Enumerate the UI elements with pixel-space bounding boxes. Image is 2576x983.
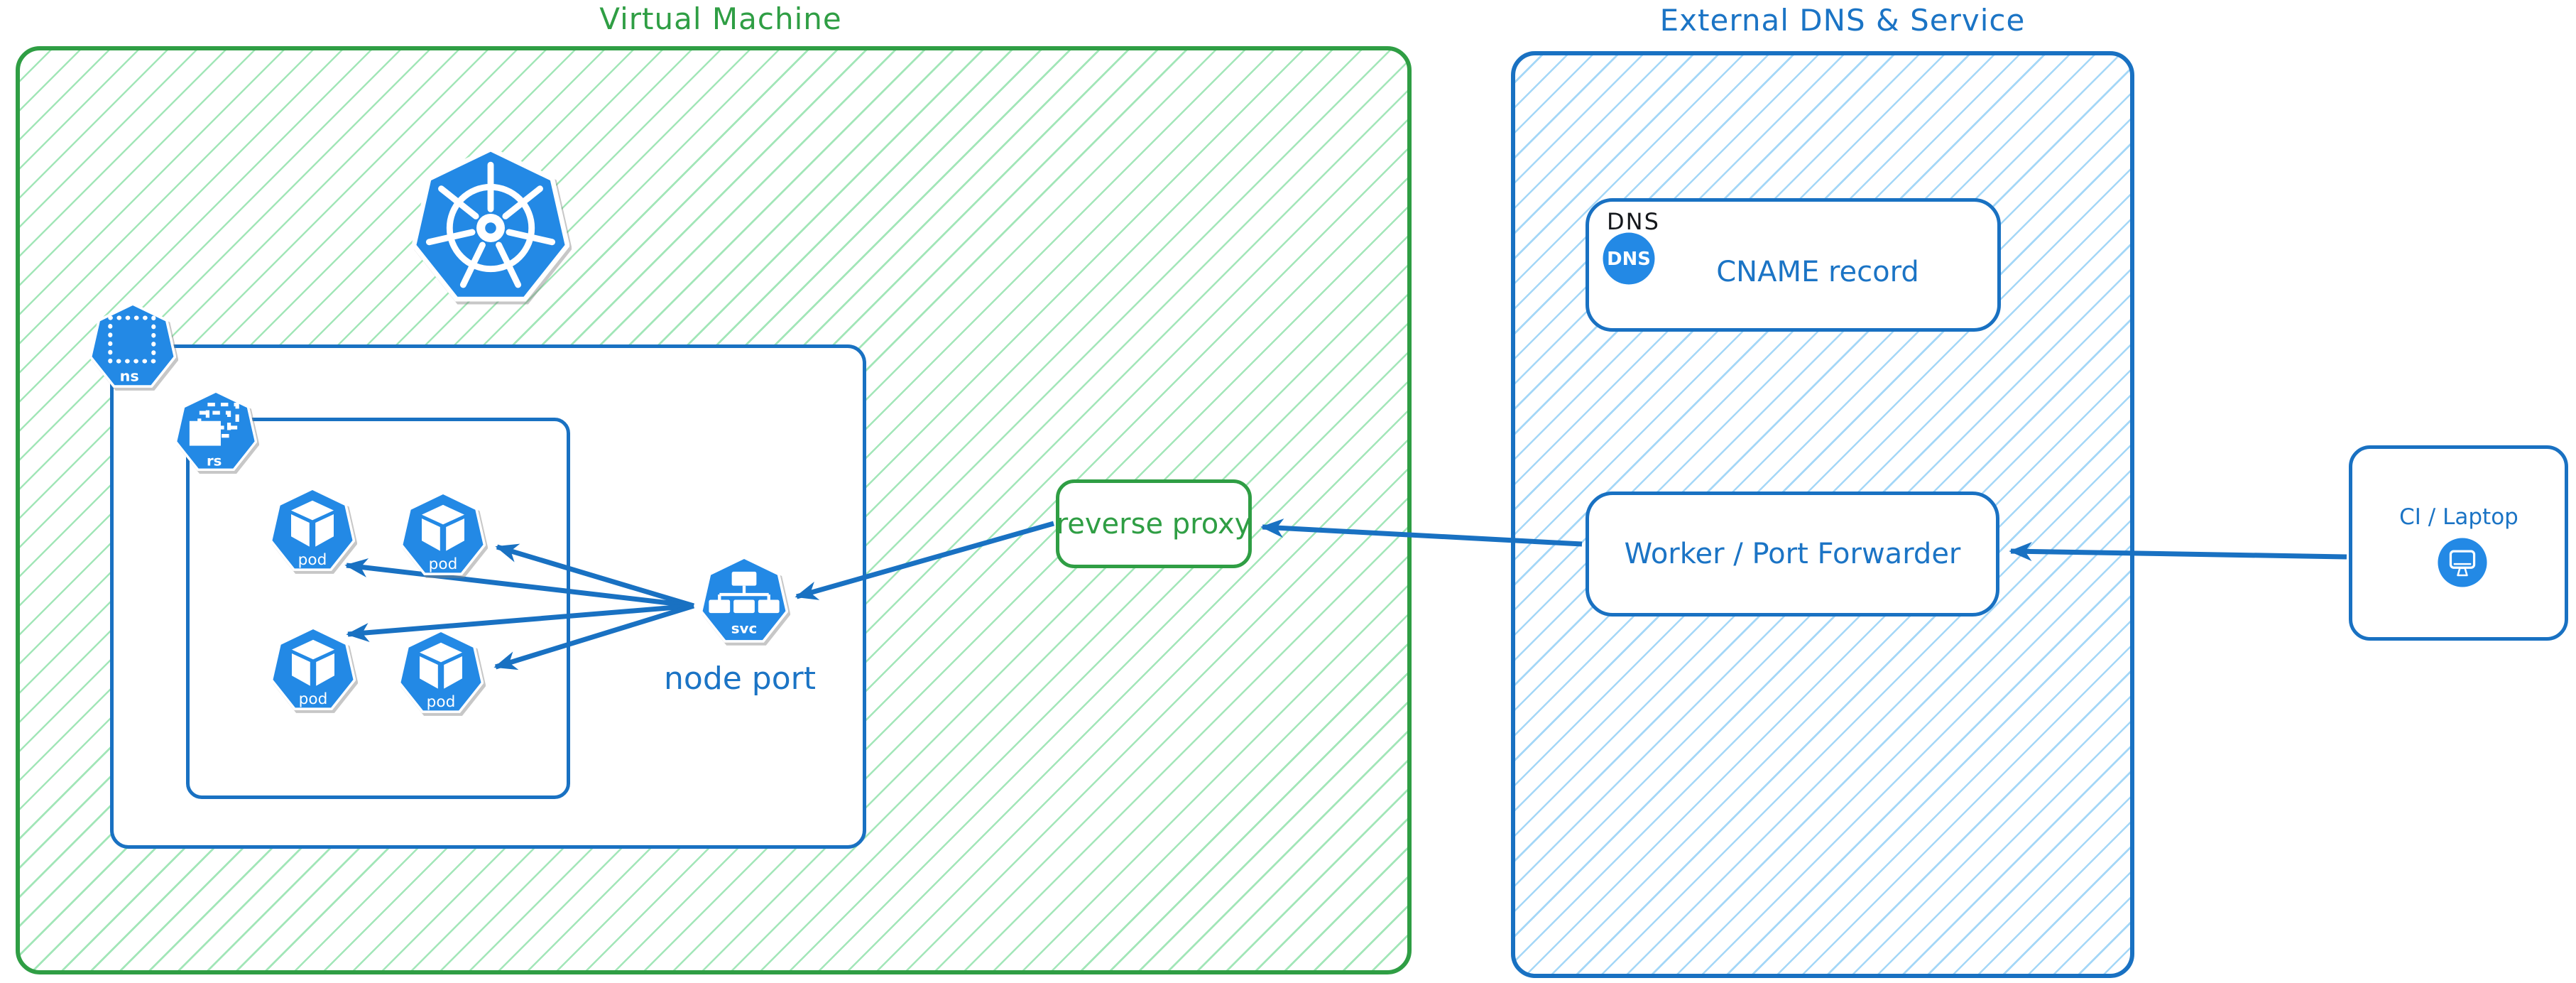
- replicaset-label: rs: [207, 452, 222, 469]
- dns-circle-text: DNS: [1607, 249, 1651, 270]
- laptop-monitor-icon: [2438, 538, 2487, 587]
- dns-tag-label: DNS: [1607, 208, 1660, 235]
- virtual-machine-title: Virtual Machine: [599, 1, 842, 36]
- dns-circle-icon: DNS: [1603, 232, 1655, 285]
- namespace-icon: ns: [89, 304, 176, 388]
- cname-record-label: CNAME record: [1716, 256, 1919, 288]
- worker-port-forwarder-card: Worker / Port Forwarder: [1586, 492, 1999, 617]
- ci-laptop-label: CI / Laptop: [2399, 504, 2518, 530]
- pod-label: pod: [298, 551, 327, 569]
- pod-label: pod: [299, 690, 328, 708]
- dns-record-card: [1586, 198, 2001, 332]
- pod-label: pod: [429, 555, 458, 573]
- pod-icon: pod: [270, 489, 355, 571]
- service-label: svc: [731, 621, 757, 637]
- reverse-proxy-box: reverse proxy: [1056, 479, 1252, 568]
- replicaset-icon: rs: [175, 391, 257, 472]
- replicaset-box: [186, 418, 570, 799]
- pod-icon: pod: [271, 628, 356, 710]
- node-port-caption: node port: [664, 661, 816, 697]
- pod-icon: pod: [398, 631, 484, 713]
- reverse-proxy-label: reverse proxy: [1056, 507, 1252, 541]
- service-icon: svc: [700, 558, 788, 643]
- worker-port-forwarder-label: Worker / Port Forwarder: [1624, 538, 1961, 570]
- pod-icon: pod: [400, 493, 486, 575]
- kubernetes-logo-icon: [412, 149, 569, 307]
- external-dns-title: External DNS & Service: [1659, 3, 2026, 38]
- pod-label: pod: [427, 693, 456, 711]
- namespace-label: ns: [120, 368, 139, 385]
